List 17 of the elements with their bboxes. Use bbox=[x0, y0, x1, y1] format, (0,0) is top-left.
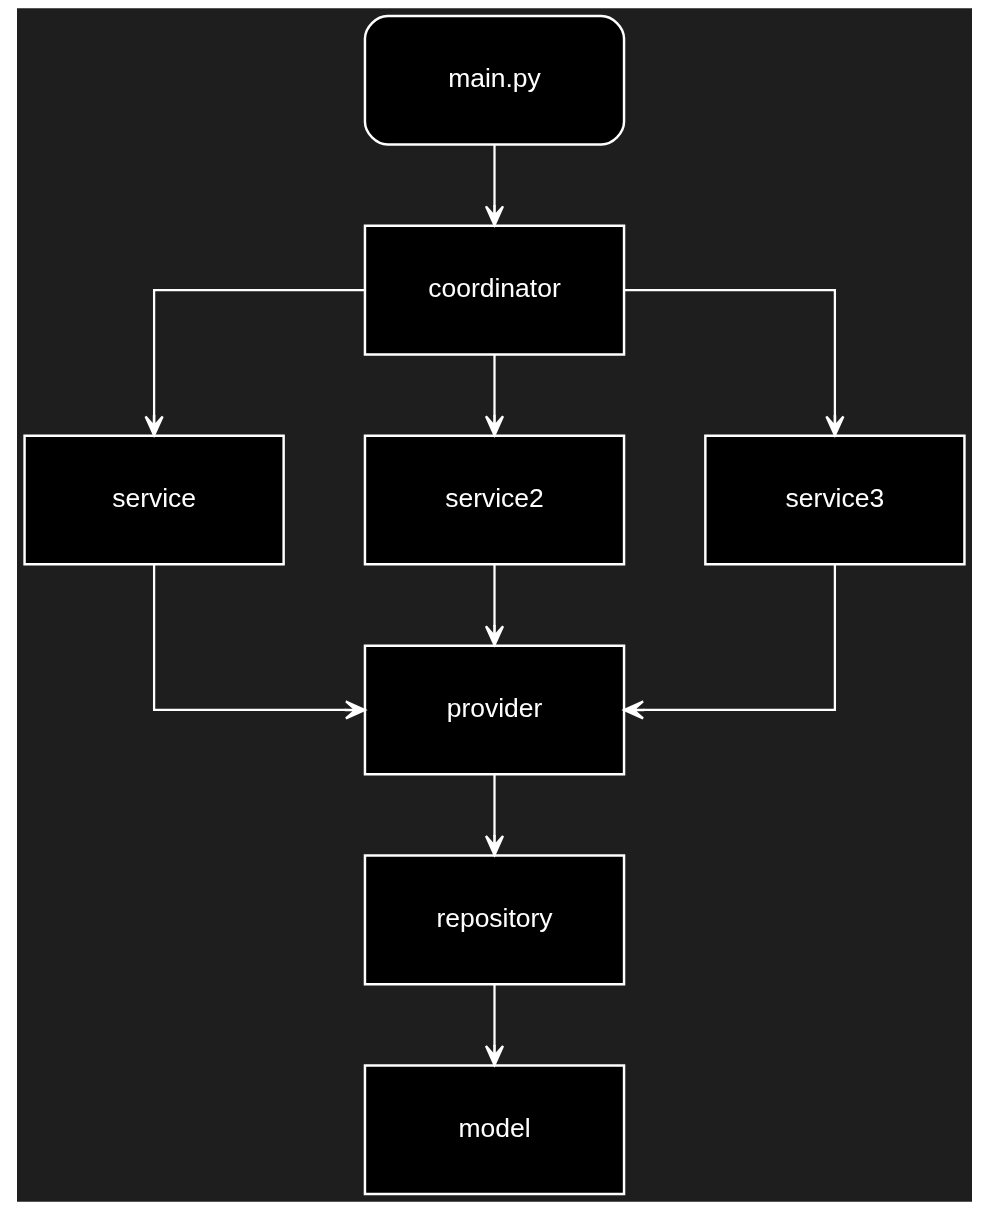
arrow bbox=[484, 144, 505, 227]
arrow bbox=[484, 984, 505, 1067]
node-box: service2 bbox=[363, 434, 626, 566]
node-box: coordinator bbox=[363, 224, 626, 356]
node-box: provider bbox=[363, 644, 626, 776]
arrow bbox=[624, 289, 845, 437]
node-box: repository bbox=[363, 854, 626, 986]
node-box: model bbox=[363, 1064, 626, 1196]
arrow bbox=[484, 774, 505, 857]
arrow bbox=[484, 354, 505, 437]
arrow bbox=[144, 289, 365, 437]
arrow bbox=[623, 564, 837, 720]
node-box: main.py bbox=[363, 14, 626, 146]
node-box: service bbox=[23, 434, 285, 566]
node-box: service3 bbox=[704, 434, 966, 566]
arrow bbox=[152, 564, 366, 720]
arrow bbox=[484, 564, 505, 647]
